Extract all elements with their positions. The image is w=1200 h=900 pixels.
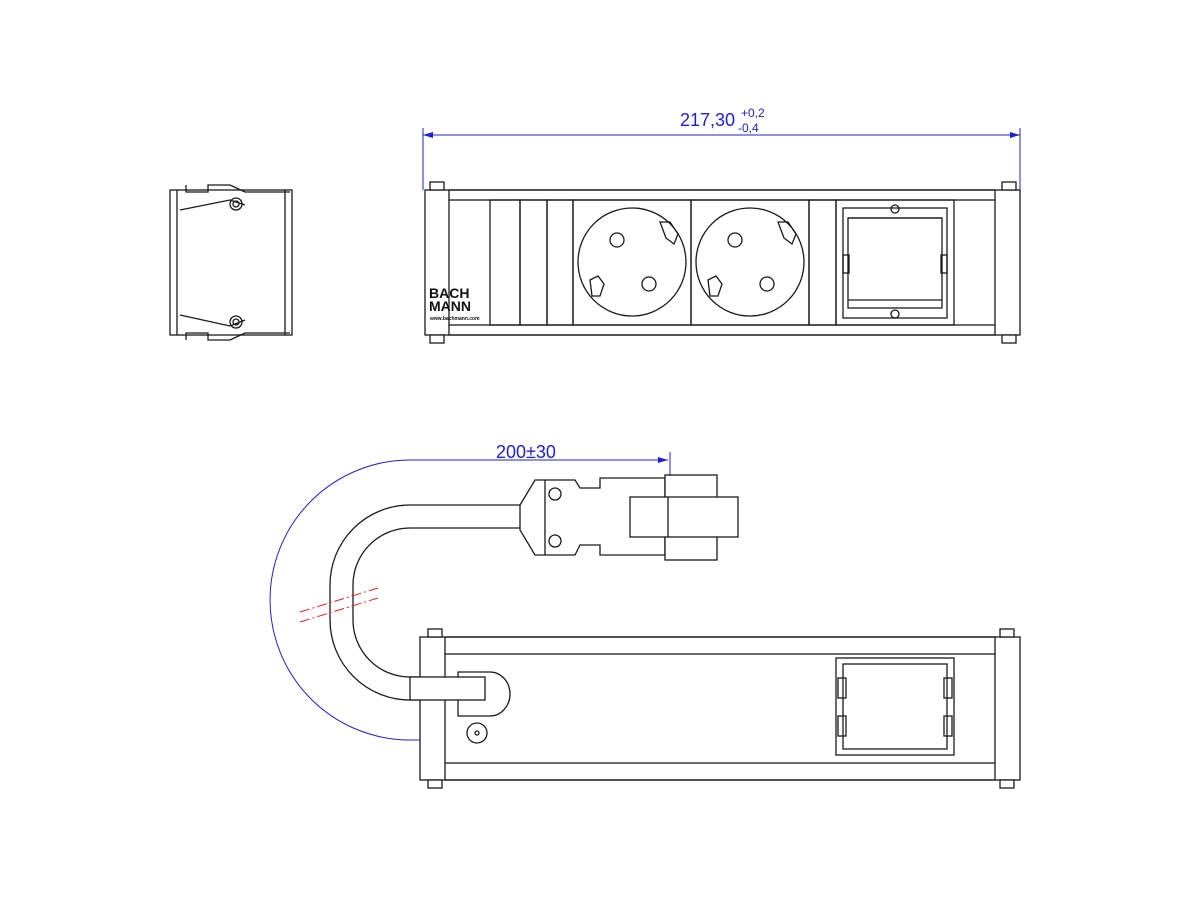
dimension-length-tol-minus: -0,4 (738, 121, 759, 135)
dimension-cable-value: 200±30 (496, 442, 556, 462)
dimension-length-tol-plus: +0,2 (741, 106, 765, 120)
data-module-top (835, 657, 955, 756)
brand-line1: BACH (429, 285, 469, 301)
brand-line2: MANN (429, 298, 471, 314)
dimension-length-value: 217,30 (680, 110, 735, 130)
front-view: 217,30 +0,2 -0,4 BACH MANN www.bachmann.… (422, 106, 1021, 344)
data-module (835, 199, 955, 326)
top-view: 200±30 (269, 442, 1021, 789)
side-view (169, 184, 293, 341)
dimension-length: 217,30 +0,2 -0,4 (422, 106, 1021, 190)
brand-url: www.bachmann.com (429, 316, 480, 322)
gst-connector (519, 474, 739, 561)
